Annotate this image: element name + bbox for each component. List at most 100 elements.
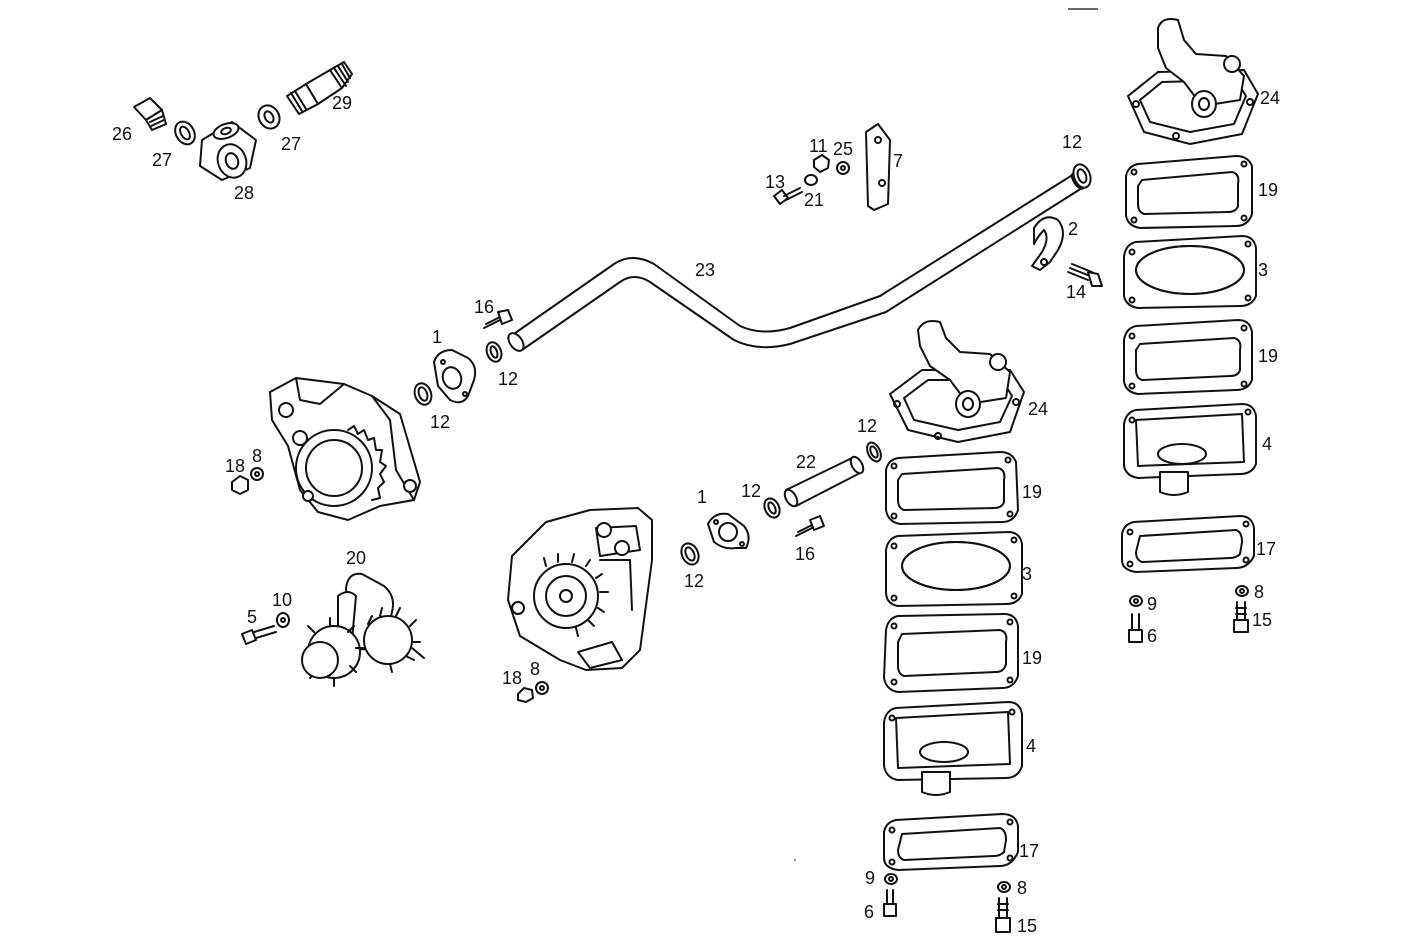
threaded-connector-part — [286, 61, 353, 115]
part-label-17: 17 — [1256, 539, 1276, 559]
part-label-21: 21 — [804, 190, 824, 210]
part-label-24: 24 — [1028, 399, 1048, 419]
part-label-8: 8 — [1254, 582, 1264, 602]
bolt-part — [883, 889, 897, 917]
o-ring-part — [485, 341, 503, 363]
clamp-ring-part — [1121, 515, 1255, 573]
washer-part — [276, 612, 290, 628]
part-label-16: 16 — [474, 297, 494, 317]
part-label-29: 29 — [332, 93, 352, 113]
part-label-12: 12 — [741, 481, 761, 501]
part-label-27: 27 — [281, 134, 301, 154]
oil-pump-body-part — [269, 377, 421, 521]
part-label-4: 4 — [1026, 736, 1036, 756]
part-label-20: 20 — [346, 548, 366, 568]
gasket-part — [885, 451, 1019, 525]
oil-pipe-part — [507, 172, 1086, 352]
part-label-12: 12 — [1062, 132, 1082, 152]
part-label-9: 9 — [865, 868, 875, 888]
washer-part — [535, 681, 549, 695]
nut-part — [231, 475, 249, 495]
part-label-15: 15 — [1017, 916, 1037, 936]
part-label-17: 17 — [1019, 841, 1039, 861]
sealing-washer-part — [174, 120, 196, 146]
part-label-9: 9 — [1147, 594, 1157, 614]
strainer-bowl-part — [883, 701, 1023, 796]
part-label-19: 19 — [1022, 648, 1042, 668]
flange-part — [433, 349, 477, 404]
bolt-part — [241, 625, 277, 645]
banjo-union-part — [199, 121, 257, 181]
part-label-13: 13 — [765, 172, 785, 192]
part-label-12: 12 — [684, 571, 704, 591]
strainer-screen-part — [1123, 235, 1257, 309]
part-label-3: 3 — [1258, 260, 1268, 280]
washer-part — [836, 161, 850, 175]
part-label-8: 8 — [252, 446, 262, 466]
part-label-26: 26 — [112, 124, 132, 144]
flange-part — [707, 512, 750, 550]
o-ring-part — [413, 382, 433, 406]
part-label-19: 19 — [1258, 346, 1278, 366]
gasket-part — [883, 613, 1019, 693]
nut-part — [517, 687, 534, 703]
part-label-11: 11 — [809, 136, 828, 156]
bolt-part — [773, 187, 803, 205]
part-label-6: 6 — [864, 902, 874, 922]
washer-part — [1129, 595, 1143, 607]
part-number-labels: 26 27 28 27 29 11 25 7 13 21 12 2 14 23 … — [112, 88, 1280, 936]
banjo-bolt-part — [133, 97, 167, 131]
bolt-part — [1233, 601, 1249, 633]
oil-pump-body-part — [507, 507, 653, 671]
screw-part — [795, 515, 825, 537]
washer-part — [884, 873, 898, 885]
part-label-12: 12 — [430, 412, 450, 432]
strainer-cover-part — [1127, 18, 1259, 145]
part-label-16: 16 — [795, 544, 815, 564]
gear-assembly-part — [301, 572, 425, 687]
part-label-19: 19 — [1022, 482, 1042, 502]
part-label-6: 6 — [1147, 626, 1157, 646]
washer-part — [997, 881, 1011, 893]
part-label-18: 18 — [225, 456, 245, 476]
strainer-cover-part — [889, 320, 1025, 443]
part-label-28: 28 — [234, 183, 254, 203]
part-label-4: 4 — [1262, 434, 1272, 454]
part-label-25: 25 — [833, 139, 853, 159]
nut-part — [813, 154, 830, 173]
part-label-8: 8 — [530, 659, 540, 679]
o-ring-part — [866, 441, 882, 463]
pipe-sleeve-part — [783, 455, 865, 508]
part-label-14: 14 — [1066, 282, 1086, 302]
bolt-part — [995, 897, 1011, 933]
clamp-ring-part — [883, 813, 1019, 871]
washer-part — [250, 467, 264, 481]
strainer-bowl-part — [1123, 403, 1257, 496]
strainer-screen-part — [885, 531, 1023, 607]
part-label-15: 15 — [1252, 610, 1272, 630]
washer-part — [804, 174, 818, 186]
part-label-18: 18 — [502, 668, 522, 688]
screw-part — [1067, 263, 1103, 287]
part-label-24: 24 — [1260, 88, 1280, 108]
part-label-23: 23 — [695, 260, 715, 280]
part-label-5: 5 — [247, 607, 257, 627]
pipe-clamp-part — [1031, 216, 1064, 271]
part-label-12: 12 — [857, 416, 877, 436]
part-label-22: 22 — [796, 452, 816, 472]
part-label-27: 27 — [152, 150, 172, 170]
part-label-3: 3 — [1022, 564, 1032, 584]
part-label-7: 7 — [893, 151, 903, 171]
part-label-19: 19 — [1258, 180, 1278, 200]
part-label-2: 2 — [1068, 219, 1078, 239]
bolt-part — [1128, 613, 1143, 643]
part-label-12: 12 — [498, 369, 518, 389]
sealing-washer-part — [257, 104, 281, 130]
o-ring-part — [1072, 163, 1092, 189]
gasket-part — [1123, 319, 1253, 395]
part-label-10: 10 — [272, 590, 292, 610]
screw-part — [483, 309, 513, 329]
part-label-1: 1 — [697, 487, 707, 507]
o-ring-part — [763, 497, 781, 519]
